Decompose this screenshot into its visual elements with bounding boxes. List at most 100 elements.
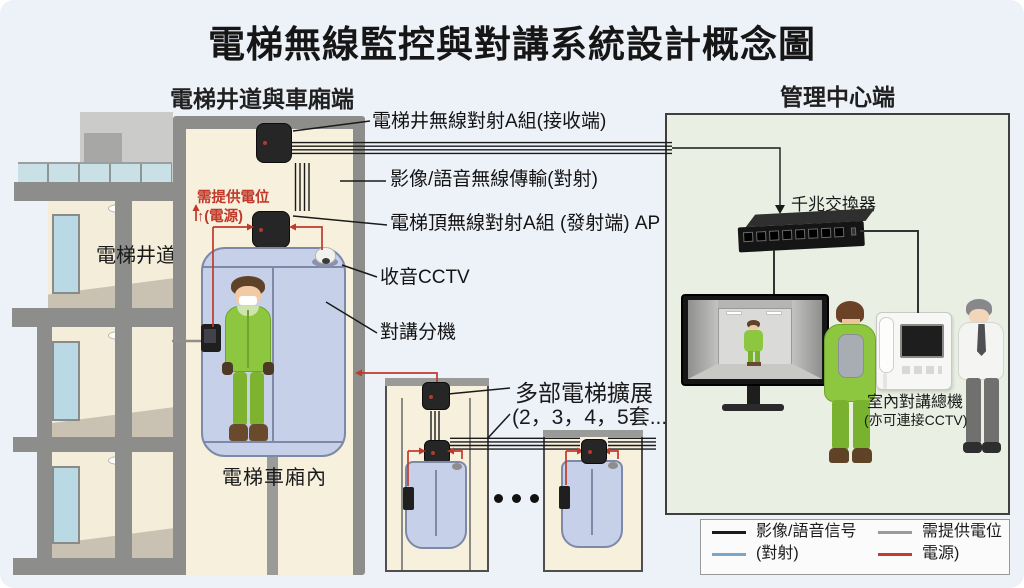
building-column-left xyxy=(37,327,52,575)
callout-expansion-line1: 多部電梯擴展 xyxy=(515,380,653,406)
callout-transmitter: 電梯頂無線對射A組 (發射端) AP xyxy=(390,213,661,234)
switch-port-6 xyxy=(807,228,819,239)
power-note: 需提供電位 ↑(電源) xyxy=(197,189,270,227)
callout-intercom-extension: 對講分機 xyxy=(380,322,457,343)
switch-port-3 xyxy=(768,230,780,241)
building-slab-2 xyxy=(12,308,176,327)
center-technician-hair xyxy=(836,301,864,323)
monitor-scene-light-1 xyxy=(726,311,742,315)
callout-receiver: 電梯井無線對射A組(接收端) xyxy=(372,111,607,132)
building-slab-1 xyxy=(14,182,176,201)
legend-label-power: 電源) xyxy=(922,545,960,562)
intercom-cord xyxy=(883,373,887,389)
car-person-zipper xyxy=(247,310,249,368)
monitor-person-face xyxy=(749,325,758,331)
car-person-mask xyxy=(239,296,257,305)
car-person-boot-left xyxy=(229,424,248,441)
car-guide-rail xyxy=(267,457,278,575)
room-3-window xyxy=(52,466,80,544)
manager-leg-left xyxy=(966,378,981,444)
page-title: 電梯無線監控與對講系統設計概念圖 xyxy=(208,24,816,65)
center-technician-boot-left xyxy=(829,448,849,463)
car-door-divider xyxy=(272,266,274,443)
car-area-label: 電梯車廂內 xyxy=(222,467,327,489)
legend-label-beam: (對射) xyxy=(756,545,799,562)
section-header-shaft-side: 電梯井道與車廂端 xyxy=(170,86,354,112)
center-technician-neck xyxy=(842,319,860,326)
expansion-1-mini-camera xyxy=(452,463,462,470)
legend-line-potential xyxy=(878,531,912,534)
master-intercom-label-line2: (亦可連接CCTV) xyxy=(864,412,968,428)
monitor-person-body xyxy=(744,330,763,352)
manager-leg-right xyxy=(984,378,999,444)
car-intercom-panel-screen xyxy=(204,329,216,343)
power-note-line1: 需提供電位 xyxy=(197,190,270,206)
building-balcony-glass xyxy=(18,162,172,183)
monitor-person-leg-left xyxy=(748,351,753,363)
switch-port-1 xyxy=(742,231,754,243)
intercom-handset xyxy=(879,317,894,373)
car-person-glove-right xyxy=(263,362,274,375)
switch-port-5 xyxy=(794,229,806,240)
legend-label-potential: 需提供電位 xyxy=(922,523,1003,540)
car-person-glove-left xyxy=(222,362,233,375)
building-column-main xyxy=(115,200,132,575)
shaft-wireless-receiver-device xyxy=(256,123,292,163)
intercom-buttons xyxy=(902,366,942,374)
cctv-camera-lens xyxy=(322,258,330,264)
expansion-1-intercom-panel xyxy=(403,487,414,510)
ellipsis-dot-3 xyxy=(530,494,539,503)
manager-shoe-left xyxy=(963,442,982,453)
room-1-window xyxy=(52,214,80,294)
building-chimney xyxy=(84,133,122,163)
center-technician-leg-left xyxy=(832,400,849,450)
monitor-base xyxy=(722,404,784,411)
expansion-2-intercom-panel xyxy=(559,486,570,509)
cctv-monitor xyxy=(681,294,829,386)
center-technician-boot-right xyxy=(852,448,872,463)
gigabit-switch-icon xyxy=(737,208,875,254)
car-person-leg-right xyxy=(250,372,264,426)
monitor-screen xyxy=(688,300,822,379)
expansion-1-rail-left xyxy=(401,398,403,570)
monitor-person-boot-right xyxy=(754,362,761,366)
switch-port-4 xyxy=(781,229,793,241)
expansion-2-car-ap-device xyxy=(581,439,607,464)
car-person-boot-right xyxy=(249,424,268,441)
manager-shoe-right xyxy=(982,442,1001,453)
callout-wireless-link: 影像/語音無線傳輸(對射) xyxy=(390,169,598,190)
monitor-scene-floor xyxy=(688,364,822,379)
expansion-2-mini-camera xyxy=(608,462,618,469)
manager-tie xyxy=(977,324,986,356)
room-2-window xyxy=(52,341,80,421)
power-note-line2: ↑(電源) xyxy=(197,208,243,225)
center-technician-leg-right xyxy=(853,400,870,450)
monitor-scene-right-wall xyxy=(792,300,822,379)
monitor-stand xyxy=(747,386,760,405)
monitor-scene-left-wall xyxy=(688,300,718,379)
building-slab-4 xyxy=(13,558,183,575)
expansion-1-shaft-ap-device xyxy=(422,382,450,410)
intercom-screen xyxy=(900,324,944,358)
manager-face xyxy=(969,309,989,324)
callout-expansion-line2: (2，3，4，5套...) xyxy=(512,406,675,429)
ellipsis-dot-1 xyxy=(494,494,503,503)
expansion-elevator-2-top-band xyxy=(543,430,643,437)
legend-line-signal xyxy=(712,531,746,534)
legend-label-signal: 影像/語音信号 xyxy=(756,523,857,540)
car-person-leg-left xyxy=(233,372,247,426)
monitor-scene-light-2 xyxy=(766,311,782,315)
legend-line-beam xyxy=(712,553,746,556)
monitor-person-boot-left xyxy=(747,362,754,366)
center-technician-backpack xyxy=(838,334,864,378)
car-bottom-trim-line xyxy=(203,441,344,443)
switch-port-7 xyxy=(820,227,832,239)
master-intercom-label-line1: 室內對講總機 xyxy=(867,394,964,411)
expansion-1-car-divider xyxy=(435,470,437,536)
monitor-person-leg-right xyxy=(755,351,760,363)
shaft-room-label: 電梯井道 xyxy=(96,245,176,267)
callout-cctv: 收音CCTV xyxy=(380,267,470,288)
legend-line-power xyxy=(878,553,912,556)
ellipsis-dot-2 xyxy=(512,494,521,503)
